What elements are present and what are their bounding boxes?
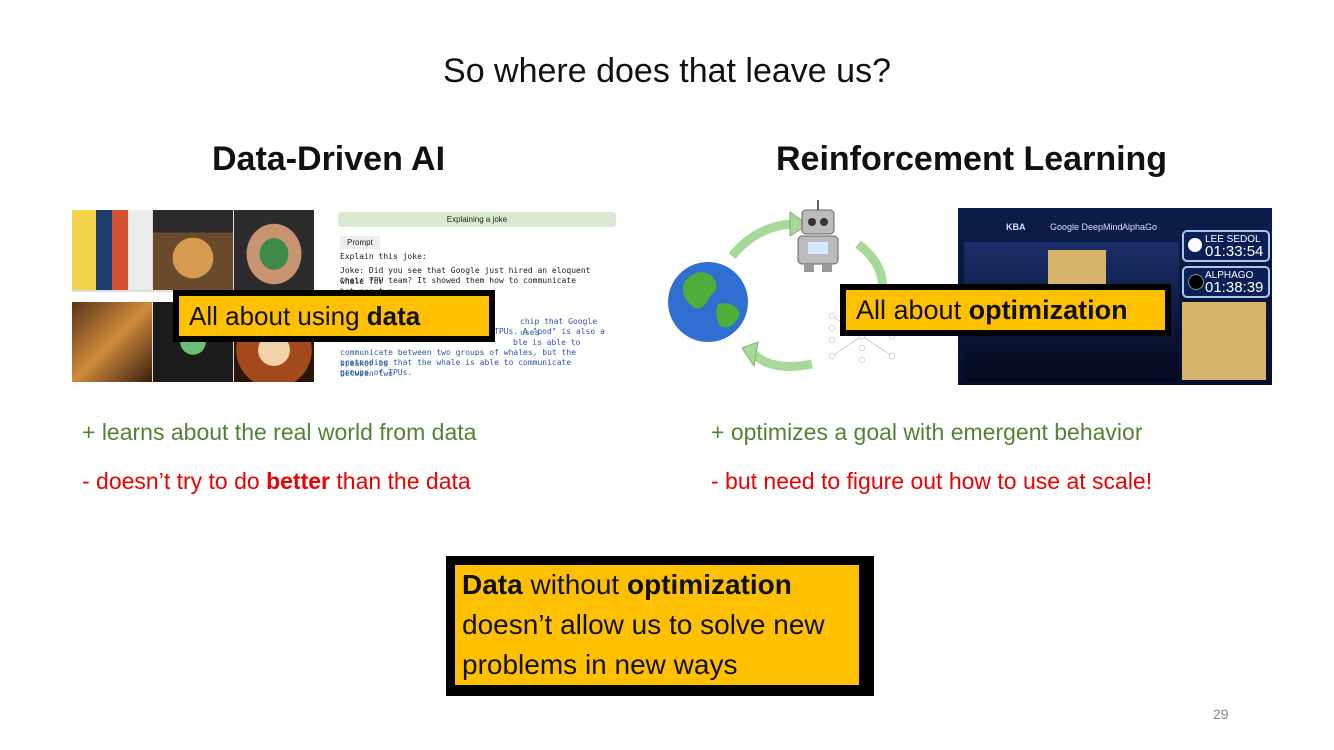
conclusion-line-1: Data without optimization [462, 565, 859, 605]
answer-line: ble is able to [513, 338, 581, 347]
badge-text: All about using [189, 301, 367, 331]
badge-using-data: All about using data [173, 290, 495, 342]
badge-optimization: All about optimization [840, 284, 1171, 336]
conclusion-box: Data without optimization doesn’t allow … [446, 556, 874, 696]
badge-bold: optimization [968, 295, 1128, 325]
joke-explanation-example: Explaining a joke Prompt Explain this jo… [338, 210, 616, 386]
collage-image [153, 210, 233, 290]
player-score-lee-sedol: LEE SEDOL 01:33:54 [1182, 230, 1270, 262]
pro-bullet-right: + optimizes a goal with emergent behavio… [711, 419, 1143, 445]
robot-icon [797, 200, 839, 272]
answer-line: communicate between two groups of whales… [340, 348, 577, 368]
page-number: 29 [1213, 706, 1229, 722]
conclusion-bold: Data [462, 569, 523, 600]
conclusion-text-span: without [522, 569, 627, 600]
conclusion-text: Data without optimization doesn’t allow … [455, 565, 859, 685]
player-name: LEE SEDOL [1205, 234, 1261, 245]
answer-line: pretending that the whale is able to com… [340, 358, 572, 378]
prompt-line: Explain this joke: [340, 252, 427, 261]
prompt-line: Joke: Did you see that Google just hired… [340, 266, 591, 286]
collage-image [72, 210, 152, 290]
mini-go-board [1182, 302, 1266, 380]
badge-text: All about [856, 295, 969, 325]
answer-line: chip that Google uses [520, 317, 598, 337]
conclusion-bold: optimization [626, 569, 792, 600]
collage-image [72, 302, 152, 382]
prompt-chip: Prompt [340, 236, 380, 249]
answer-line: TPUs. A "pod" is also a [494, 327, 605, 336]
badge-bold: data [366, 301, 421, 331]
collage-image [234, 210, 314, 290]
white-stone-icon [1188, 238, 1202, 252]
bullet-text: than the data [330, 468, 471, 494]
con-bullet-right: - but need to figure out how to use at s… [711, 468, 1153, 494]
earth-icon [668, 262, 748, 342]
answer-line: groups of TPUs. [340, 368, 413, 377]
bullet-bold: better [266, 468, 330, 494]
cycle-arrow [728, 211, 809, 259]
black-stone-icon [1188, 274, 1204, 290]
kba-logo: KBA [1006, 222, 1026, 232]
example-header: Explaining a joke [338, 212, 616, 227]
player-name: ALPHAGO [1205, 270, 1254, 281]
pro-bullet-left: + learns about the real world from data [82, 419, 477, 445]
deepmind-logo: Google DeepMind [1050, 222, 1123, 232]
conclusion-line-2: doesn’t allow us to solve new [462, 609, 825, 640]
alphago-logo: AlphaGo [1122, 222, 1158, 232]
slide-title: So where does that leave us? [443, 52, 891, 90]
bullet-text: - doesn’t try to do [82, 468, 267, 494]
conclusion-line-3: problems in new ways [462, 649, 738, 680]
heading-reinforcement-learning: Reinforcement Learning [776, 140, 1168, 178]
heading-data-driven-ai: Data-Driven AI [212, 140, 446, 178]
rl-loop-diagram [668, 200, 896, 371]
cycle-arrow [741, 341, 813, 371]
con-bullet-left: - doesn’t try to do better than the data [82, 468, 471, 495]
player-time: 01:33:54 [1205, 243, 1264, 260]
player-time: 01:38:39 [1205, 279, 1264, 296]
player-score-alphago: ALPHAGO 01:38:39 [1182, 266, 1270, 298]
